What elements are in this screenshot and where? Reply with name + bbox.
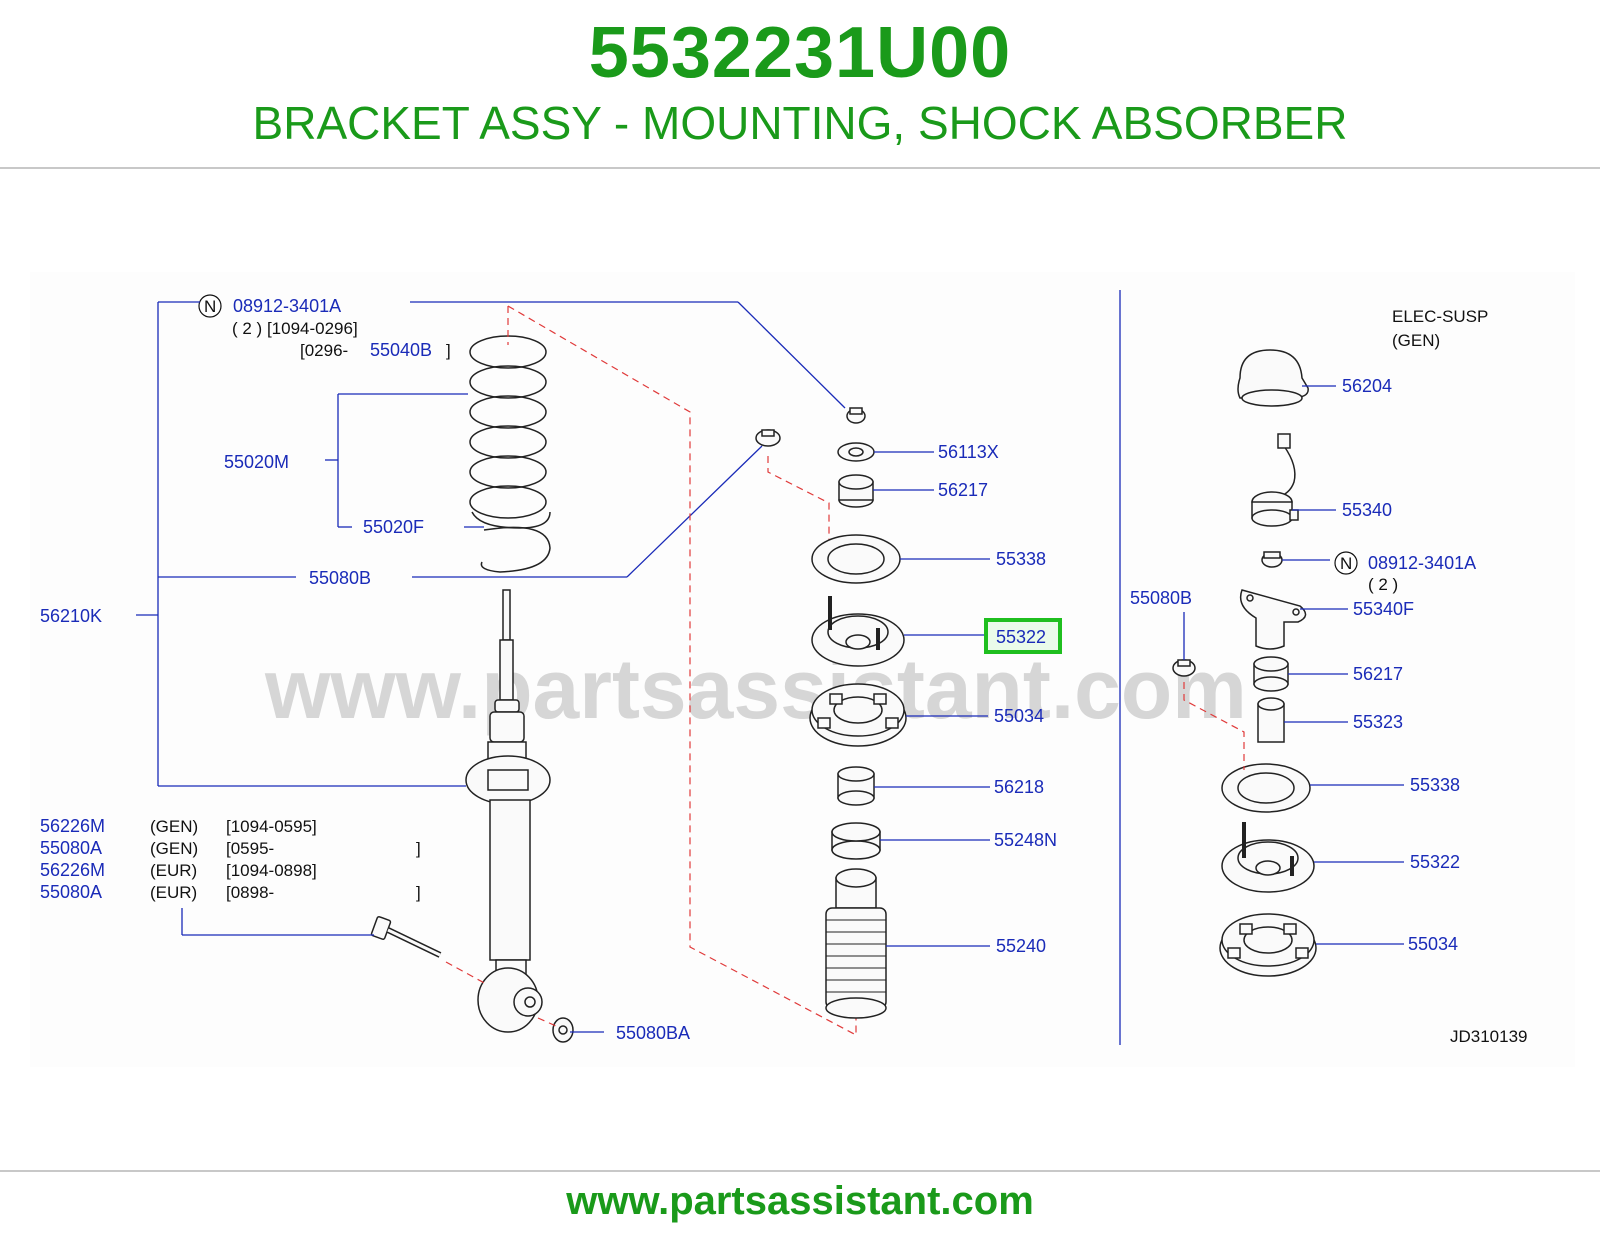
lower-nut-drawing: [552, 1017, 574, 1043]
callout-seal-top[interactable]: 55338: [996, 549, 1046, 569]
callout-bound-bumper[interactable]: 55240: [996, 936, 1046, 956]
shock-table-row4-part[interactable]: 55080A: [40, 882, 102, 902]
callout-nut-left-range: [0296-: [300, 341, 348, 360]
callout-spring-alt[interactable]: 55040B: [370, 340, 432, 360]
shock-table-row4-market: (EUR): [150, 883, 197, 902]
callout-strut-assy[interactable]: 56210K: [40, 606, 102, 626]
callout-right-seal[interactable]: 55338: [1410, 775, 1460, 795]
callout-sensor[interactable]: 55340: [1342, 500, 1392, 520]
shock-table-row4-range: [0898-: [226, 883, 274, 902]
elec-susp-drawings: [1172, 349, 1317, 977]
n-marker-left-label: N: [204, 297, 216, 316]
mid-leader-lines: [873, 451, 990, 947]
callout-right-insulator[interactable]: 55034: [1408, 934, 1458, 954]
part-number-title: 5532231U00: [588, 13, 1012, 93]
callout-spring-seat[interactable]: 55020F: [363, 517, 424, 537]
footer-divider: [0, 1170, 1600, 1172]
shock-table-row2-part[interactable]: 55080A: [40, 838, 102, 858]
callout-right-collar[interactable]: 55323: [1353, 712, 1403, 732]
shock-table-row2-range: [0595-: [226, 839, 274, 858]
mount-stack-drawings: [755, 407, 907, 1019]
callout-nut-top[interactable]: 56113X: [938, 442, 999, 462]
watermark-text: www.partsassistant.com: [264, 642, 1247, 736]
shock-table-row3-part[interactable]: 56226M: [40, 860, 105, 880]
right-leader-lines: [1183, 385, 1404, 945]
header-divider: [0, 167, 1600, 169]
elec-susp-gen-label: (GEN): [1392, 331, 1440, 350]
n-marker-right: [1334, 551, 1358, 575]
callout-nut-left-qty: ( 2 ) [1094-0296]: [232, 319, 358, 338]
callout-bushing-lower[interactable]: 56218: [994, 777, 1044, 797]
callout-spring[interactable]: 55020M: [224, 452, 289, 472]
callout-nut-left[interactable]: 08912-3401A: [233, 296, 341, 316]
callout-bushing-top[interactable]: 56217: [938, 480, 988, 500]
callout-nut-right-qty: ( 2 ): [1368, 575, 1398, 594]
callout-insulator[interactable]: 55034: [994, 706, 1044, 726]
callout-right-bushing[interactable]: 56217: [1353, 664, 1403, 684]
parts-diagram: www.partsassistant.com: [30, 272, 1575, 1067]
footer-url[interactable]: www.partsassistant.com: [566, 1179, 1034, 1223]
callout-nut-mid[interactable]: 55080B: [309, 568, 371, 588]
callout-lower-nut[interactable]: 55080BA: [616, 1023, 690, 1043]
left-leader-lines: [136, 301, 846, 1033]
n-marker-left: [198, 294, 222, 318]
callout-washer[interactable]: 55248N: [994, 830, 1057, 850]
highlight-box: [984, 618, 1062, 654]
shock-table-row1-part[interactable]: 56226M: [40, 816, 105, 836]
callout-nut-right[interactable]: 08912-3401A: [1368, 553, 1476, 573]
callout-right-mount[interactable]: 55322: [1410, 852, 1460, 872]
callout-right-nut[interactable]: 55080B: [1130, 588, 1192, 608]
shock-table-row3-market: (EUR): [150, 861, 197, 880]
diagram-code: JD310139: [1450, 1027, 1528, 1046]
n-marker-right-label: N: [1340, 554, 1352, 573]
page-header: 5532231U00 BRACKET ASSY - MOUNTING, SHOC…: [0, 0, 1600, 170]
shock-table-row2-market: (GEN): [150, 839, 198, 858]
callout-sensor-bracket[interactable]: 55340F: [1353, 599, 1414, 619]
shock-bolt-drawing: [370, 916, 442, 958]
shock-table-row1-range: [1094-0595]: [226, 817, 317, 836]
callout-mount-bracket[interactable]: 55322: [996, 627, 1046, 647]
dashed-guides: [445, 305, 857, 1036]
shock-table-row2-close: ]: [416, 839, 421, 858]
shock-absorber-drawing: [465, 589, 551, 1033]
callout-cap[interactable]: 56204: [1342, 376, 1392, 396]
elec-susp-label: ELEC-SUSP: [1392, 307, 1488, 326]
shock-table-row1-market: (GEN): [150, 817, 198, 836]
shock-table: 56226M (GEN) [1094-0595] 55080A (GEN) [0…: [40, 816, 421, 902]
shock-table-row4-close: ]: [416, 883, 421, 902]
spring-seat-drawing: [480, 526, 551, 573]
part-name-subtitle: BRACKET ASSY - MOUNTING, SHOCK ABSORBER: [252, 97, 1348, 149]
callout-spring-alt-close: ]: [446, 341, 451, 360]
shock-table-row3-range: [1094-0898]: [226, 861, 317, 880]
